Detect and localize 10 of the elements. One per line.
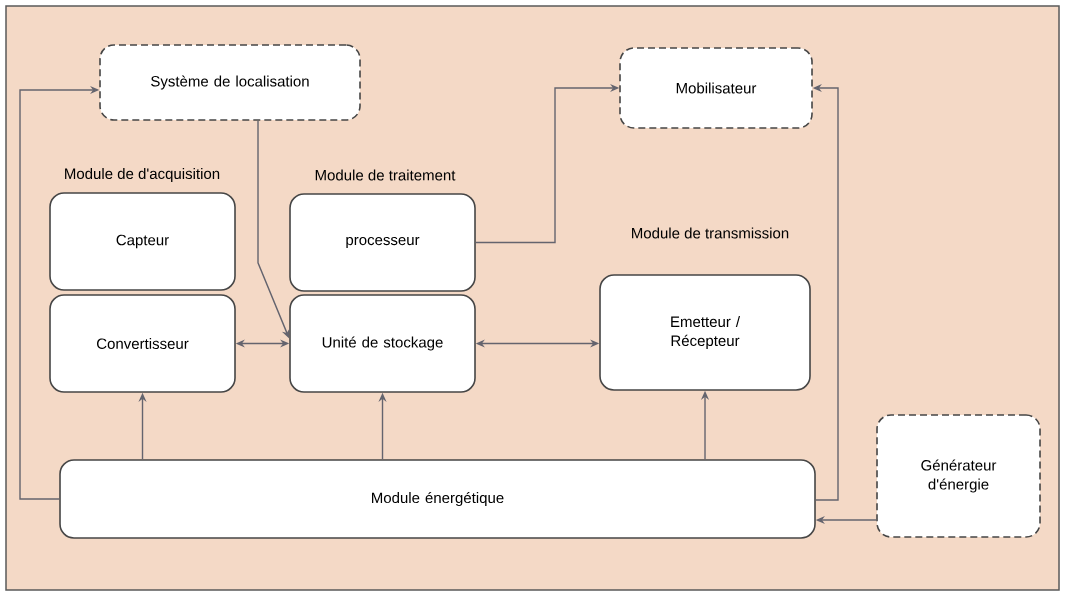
process-box: Unité de stockage bbox=[289, 294, 476, 393]
dashed-box: Système de localisation bbox=[99, 44, 361, 121]
process-box: Module énergétique bbox=[59, 459, 816, 539]
dashed-box: Générateur d'énergie bbox=[876, 414, 1041, 538]
process-box: Capteur bbox=[49, 192, 236, 291]
process-box: processeur bbox=[289, 193, 476, 292]
dashed-box: Mobilisateur bbox=[619, 47, 813, 129]
group-heading: Module de transmission bbox=[632, 227, 789, 239]
process-box: Convertisseur bbox=[49, 294, 236, 393]
process-box: Emetteur / Récepteur bbox=[599, 274, 811, 391]
